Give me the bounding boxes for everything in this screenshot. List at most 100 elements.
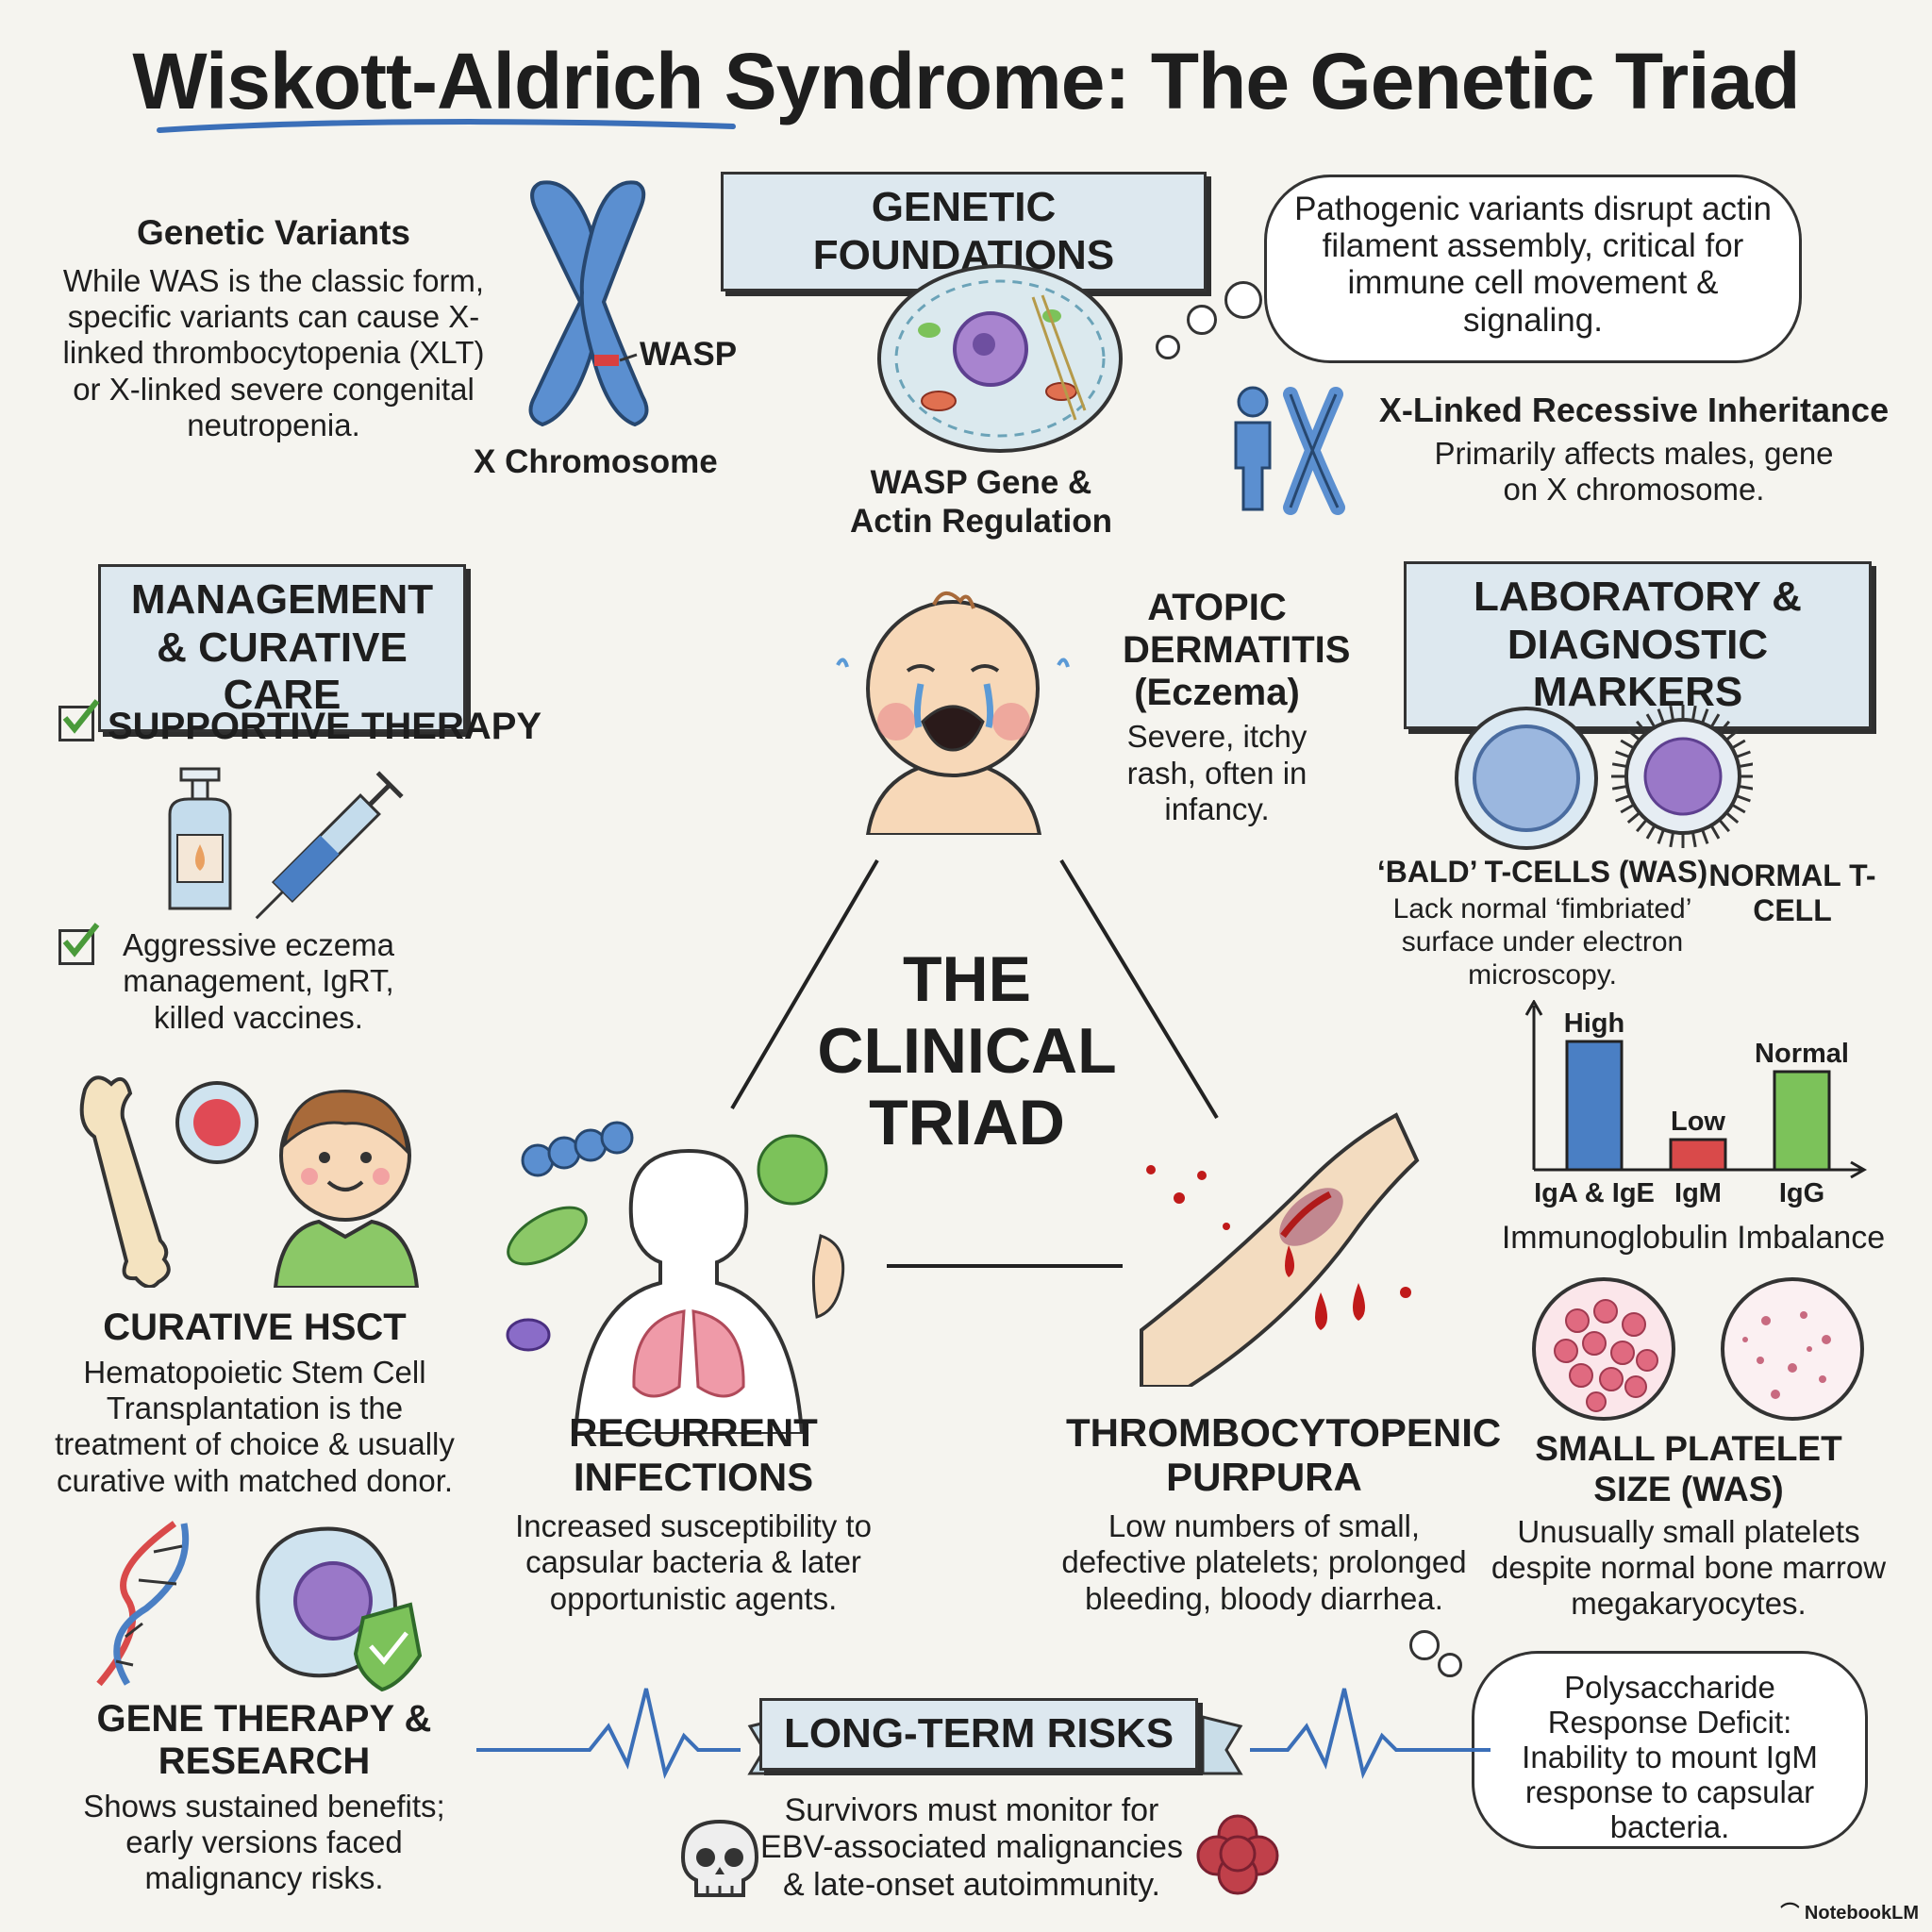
bar-1 (1669, 1138, 1727, 1172)
platelet-comparison-icon (1532, 1277, 1864, 1421)
bald-t-cell-text: Lack normal ‘fimbriated’ surface under e… (1392, 893, 1692, 991)
fimbria-line (1635, 720, 1648, 735)
eczema-title: ATOPIC DERMATITIS (Eczema) (1123, 587, 1351, 713)
hsct-title: CURATIVE HSCT (103, 1307, 407, 1348)
t-cell-comparison-icon (1455, 705, 1753, 850)
infections-section: RECURRENT INFECTIONS Increased susceptib… (491, 1410, 896, 1617)
thought-bubble-dot (1187, 305, 1217, 335)
y-axis-arrow (1524, 1000, 1543, 1016)
tumor-cluster-icon (1196, 1814, 1279, 1895)
wasp-label: WASP (640, 336, 738, 373)
fimbria-line (1645, 824, 1657, 840)
thought-bubble-dot (1438, 1653, 1462, 1677)
platelet-title: SMALL PLATELET SIZE (WAS) (1535, 1429, 1842, 1508)
fimbria-line (1738, 784, 1753, 791)
fimbria-line (1718, 818, 1731, 833)
brand-label: ⌒ NotebookLM (1780, 1897, 1919, 1924)
bar-0 (1565, 1040, 1624, 1172)
management-banner: MANAGEMENT & CURATIVE CARE (98, 564, 466, 732)
inheritance-title: X-Linked Recessive Inheritance (1378, 391, 1890, 429)
infections-icon (506, 1121, 845, 1434)
bleeding-arm-icon (1140, 1112, 1420, 1387)
bald-t-cell-title: ‘BALD’ T-CELLS (WAS) (1376, 855, 1708, 889)
x-axis-arrow (1850, 1160, 1868, 1179)
polysaccharide-cloud-text: Polysaccharide Response Deficit: Inabili… (1522, 1670, 1818, 1844)
risks-text: Survivors must monitor for EBV-associate… (760, 1792, 1183, 1903)
fimbria-line (1724, 811, 1740, 824)
bone-marrow-and-child-icon (79, 1075, 420, 1288)
gene-therapy-section: GENE THERAPY & RESEARCH Shows sustained … (57, 1698, 472, 1896)
fimbria-line (1669, 705, 1675, 722)
infections-title: RECURRENT INFECTIONS (569, 1410, 818, 1500)
bar-value-label: High (1564, 1008, 1624, 1039)
supportive-therapy-text: Aggressive eczema management, IgRT, kill… (123, 927, 394, 1035)
x-tick-label: IgA & IgE (1534, 1178, 1655, 1208)
fimbria-line (1731, 803, 1746, 814)
actin-cloud-text: Pathogenic variants disrupt actin filame… (1294, 191, 1772, 339)
purpura-title: THROMBOCYTOPENIC PURPURA (1066, 1410, 1502, 1500)
fimbria-line (1620, 739, 1635, 750)
platelet-text: Unusually small platelets despite normal… (1491, 1513, 1887, 1622)
fimbria-line (1701, 828, 1709, 844)
bald-t-cell-section: ‘BALD’ T-CELLS (WAS) Lack normal ‘fimbri… (1368, 855, 1717, 992)
fimbria-line (1620, 803, 1635, 814)
eczema-section: ATOPIC DERMATITIS (Eczema) Severe, itchy… (1075, 587, 1358, 827)
infections-text: Increased susceptibility to capsular bac… (515, 1508, 872, 1616)
fimbria-line (1626, 728, 1641, 741)
fimbria-line (1718, 720, 1731, 735)
clinical-triad-center-label: THE CLINICAL TRIAD (817, 943, 1117, 1159)
bar-value-label: Normal (1755, 1039, 1849, 1069)
lab-markers-banner: LABORATORY & DIAGNOSTIC MARKERS (1404, 561, 1872, 729)
x-tick-label: IgM (1674, 1178, 1722, 1208)
thought-bubble-dot (1156, 335, 1180, 359)
polysaccharide-thought-cloud: Polysaccharide Response Deficit: Inabili… (1472, 1651, 1868, 1849)
fimbria-line (1611, 784, 1628, 791)
purpura-section: THROMBOCYTOPENIC PURPURA Low numbers of … (1047, 1410, 1502, 1617)
fimbria-line (1615, 794, 1631, 803)
inheritance-section: X-Linked Recessive Inheritance Primarily… (1370, 391, 1898, 508)
cell-icon (877, 264, 1123, 453)
purpura-text: Low numbers of small, defective platelet… (1061, 1508, 1467, 1616)
skull-icon (680, 1819, 759, 1897)
crying-baby-icon (836, 591, 1070, 835)
thought-bubble-dot (1224, 281, 1262, 319)
lotion-and-syringe-icon (168, 767, 404, 920)
genetic-variants-title: Genetic Variants (137, 213, 410, 252)
supportive-therapy-row: SUPPORTIVE THERAPY (58, 699, 541, 748)
eczema-text: Severe, itchy rash, often in infancy. (1126, 719, 1307, 826)
eczema-management-row: Aggressive eczema management, IgRT, kill… (58, 923, 409, 1036)
actin-thought-cloud: Pathogenic variants disrupt actin filame… (1264, 175, 1802, 363)
dna-and-shield-icon (96, 1521, 423, 1692)
checkbox-icon (58, 699, 100, 741)
fimbria-line (1735, 794, 1751, 803)
platelet-section: SMALL PLATELET SIZE (WAS) Unusually smal… (1491, 1429, 1887, 1623)
fimbria-line (1735, 750, 1751, 758)
fimbria-line (1611, 762, 1628, 769)
hsct-text: Hematopoietic Stem Cell Transplantation … (55, 1354, 455, 1498)
male-figure-icon (1234, 386, 1345, 515)
fimbria-line (1701, 708, 1709, 724)
fimbria-line (1709, 824, 1721, 840)
bar-value-label: Low (1671, 1107, 1725, 1137)
fimbria-line (1738, 762, 1753, 769)
x-tick-label: IgG (1779, 1178, 1824, 1208)
fimbria-line (1626, 811, 1641, 824)
bar-2 (1773, 1070, 1831, 1172)
fimbria-line (1709, 713, 1721, 728)
hsct-section: CURATIVE HSCT Hematopoietic Stem Cell Tr… (38, 1307, 472, 1499)
brand-text: NotebookLM (1804, 1903, 1919, 1924)
gene-therapy-text: Shows sustained benefits; early versions… (83, 1788, 445, 1896)
inheritance-text: Primarily affects males, gene on X chrom… (1434, 435, 1834, 508)
genetic-variants-text: While WAS is the classic form, specific … (62, 262, 485, 442)
fimbria-line (1635, 818, 1648, 833)
fimbria-line (1657, 828, 1665, 844)
long-term-risks-banner: LONG-TERM RISKS (759, 1698, 1198, 1771)
normal-t-cell-title: NORMAL T-CELL (1708, 858, 1876, 928)
title-underline (157, 119, 736, 133)
cell-label: WASP Gene & Actin Regulation (849, 464, 1113, 540)
fimbria-line (1724, 728, 1740, 741)
thought-bubble-dot (1409, 1630, 1440, 1660)
x-chromosome-label: X Chromosome (474, 443, 718, 480)
fimbria-line (1645, 713, 1657, 728)
